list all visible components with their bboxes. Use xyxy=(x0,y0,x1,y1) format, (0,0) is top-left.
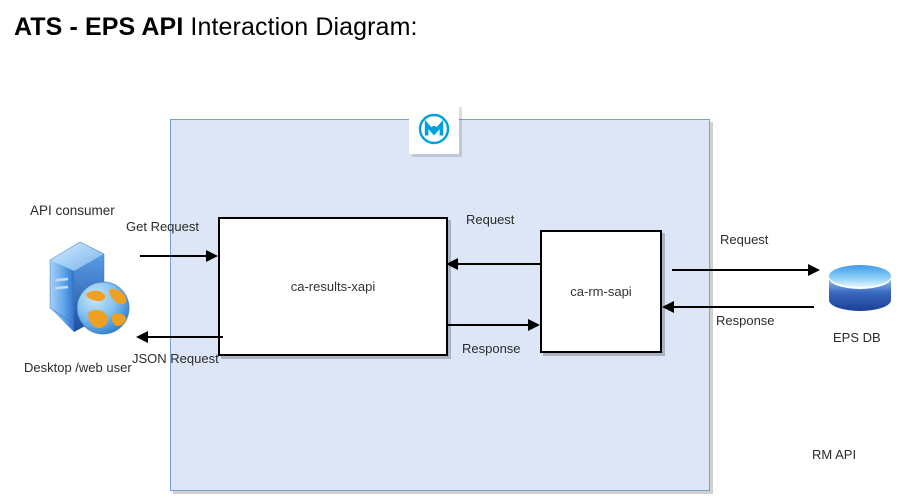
mulesoft-logo-icon xyxy=(418,113,450,145)
arrow-line-xapi-response xyxy=(448,324,530,326)
server-globe-icon xyxy=(49,241,130,335)
box-label-ca-rm-sapi: ca-rm-sapi xyxy=(570,284,632,299)
process-box-ca-results-xapi[interactable]: ca-results-xapi xyxy=(218,217,448,356)
desktop-web-user-label: Desktop /web user xyxy=(24,360,132,375)
arrow-head-xapi-response xyxy=(528,319,540,331)
arrow-line-get-request xyxy=(140,255,210,257)
arrow-head-db-response xyxy=(662,301,674,313)
page-title: ATS - EPS API Interaction Diagram: xyxy=(14,12,418,42)
arrow-label-db-request: Request xyxy=(720,232,769,247)
arrow-label-xapi-response: Response xyxy=(462,341,521,356)
mulesoft-logo-card xyxy=(409,104,459,154)
arrow-line-json-request xyxy=(148,336,223,338)
arrow-label-json-request: JSON Request xyxy=(132,351,219,366)
arrow-line-xapi-request xyxy=(458,263,540,265)
arrow-head-xapi-request xyxy=(446,258,458,270)
arrow-label-get-request: Get Request xyxy=(126,219,199,234)
box-label-ca-results-xapi: ca-results-xapi xyxy=(290,279,376,294)
arrow-line-db-response xyxy=(672,306,814,308)
api-consumer-icon xyxy=(42,232,134,340)
arrow-label-xapi-request: Request xyxy=(466,212,515,227)
api-consumer-label: API consumer xyxy=(30,203,115,218)
page-title-bold: ATS - EPS API xyxy=(14,13,184,41)
process-box-ca-rm-sapi[interactable]: ca-rm-sapi xyxy=(540,230,662,353)
arrow-head-get-request xyxy=(206,250,218,262)
database-cylinder-icon xyxy=(829,265,891,311)
eps-db-label: EPS DB xyxy=(833,330,881,345)
rm-api-label: RM API xyxy=(812,447,857,462)
page-title-rest: Interaction Diagram: xyxy=(183,13,418,41)
eps-db-icon xyxy=(826,263,894,315)
arrow-head-db-request xyxy=(808,264,820,276)
arrow-label-db-response: Response xyxy=(716,313,775,328)
arrow-head-json-request xyxy=(136,331,148,343)
arrow-line-db-request xyxy=(672,269,814,271)
